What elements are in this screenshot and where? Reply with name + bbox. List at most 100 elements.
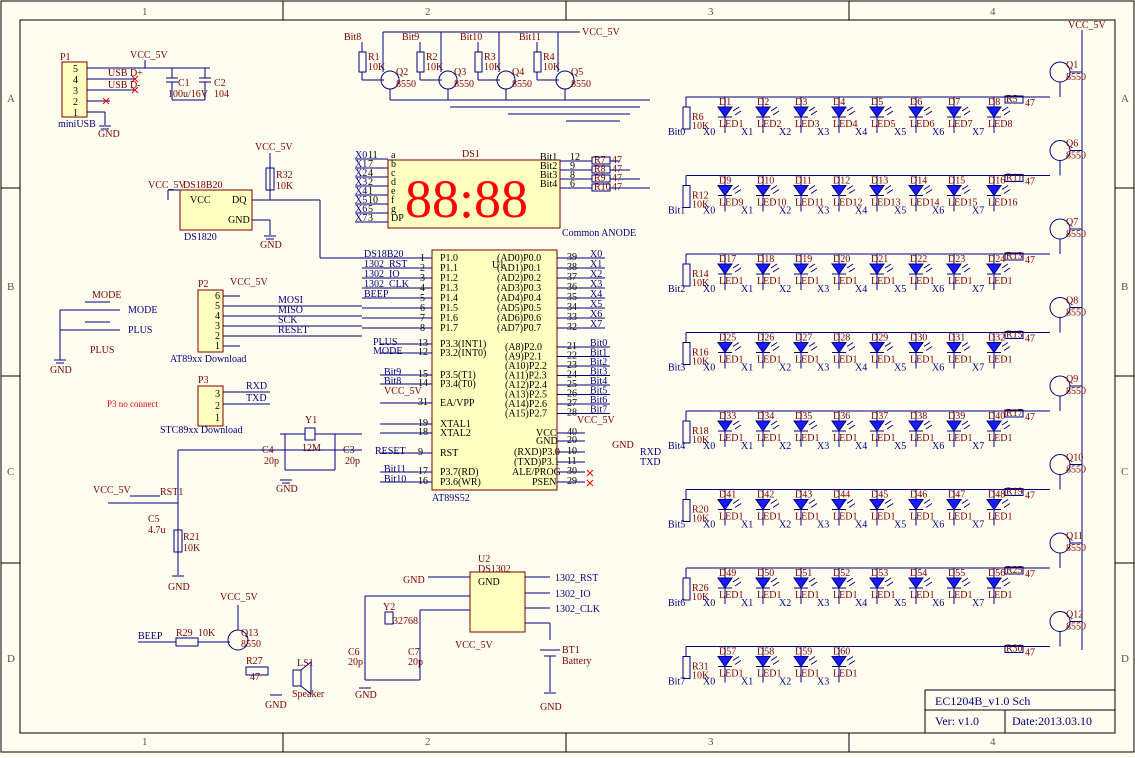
led-name: LED1 (833, 512, 857, 523)
u1-p1-pin-6: P1.67 (362, 313, 458, 324)
led-row-bias-val: 47 (1025, 412, 1035, 423)
led-ref: D40 (988, 411, 1005, 422)
p3-txd: TXD (246, 393, 267, 404)
led-row-resistor-ref: R14 (692, 269, 709, 280)
led-ref: D25 (719, 333, 736, 344)
led-row-transistor-type: 8550 (1066, 151, 1086, 162)
sensor-pin-vcc: VCC (190, 195, 211, 206)
led-ref: D34 (757, 411, 774, 422)
bit-transistor-type: 8550 (396, 79, 416, 90)
led-row-bit: Bit0 (668, 127, 685, 138)
led-column-net: X1 (741, 441, 753, 452)
led-ref: D38 (910, 411, 927, 422)
segment-net: X1 (355, 159, 367, 170)
led-column-net: X1 (741, 127, 753, 138)
led-name: LED1 (757, 276, 781, 287)
svg-text:2: 2 (215, 401, 220, 412)
led-name: LED13 (871, 198, 900, 209)
led-column-net: X2 (779, 520, 791, 531)
beep-net: BEEP (138, 631, 163, 642)
u1-pin-name: (AD1)P0.1 (497, 263, 541, 274)
u1-bit9-net: Bit9 (384, 367, 401, 378)
u1-p0-net: X4 (590, 289, 602, 300)
buzzer-gnd: GND (265, 700, 287, 711)
led-name: LED11 (795, 198, 824, 209)
led-name: LED1 (871, 355, 895, 366)
led-ref: D3 (795, 97, 807, 108)
led-name: LED1 (948, 355, 972, 366)
led-name: LED1 (948, 276, 972, 287)
c2-val: 104 (214, 89, 229, 100)
u1-pin-name: P3.5(T1) (440, 370, 476, 381)
u1-pin-group: P1.01DS18B20P1.121302_RSTP1.231302_IOP1.… (362, 249, 661, 488)
led-column-net: X7 (972, 284, 984, 295)
led-name: LED1 (757, 512, 781, 523)
c3-val: 20p (345, 456, 360, 467)
u1-p1-pin-4: P1.45BEEP (362, 289, 458, 304)
led-column-net: X6 (932, 284, 944, 295)
bit-resistor-val: 10K (484, 62, 502, 73)
led-row-bit: Bit6 (668, 598, 685, 609)
u1-pin-name: (A11)P2.3 (505, 371, 547, 382)
led-name: LED8 (988, 119, 1012, 130)
led-ref: D58 (757, 647, 774, 658)
led-column-net: X1 (741, 677, 753, 688)
buzzer-circuit: BEEP R29 10K Q13 8550 VCC_5V R27 47 LS1 … (138, 592, 325, 711)
led-column-net: X0 (703, 127, 715, 138)
u1-pin-name: P3.3(INT1) (440, 339, 486, 350)
u1-p2-net: Bit1 (590, 348, 607, 359)
led-ref: D48 (988, 490, 1005, 501)
mode-plus-buttons: MODE MODE PLUS PLUS GND (50, 290, 157, 376)
svg-text:1: 1 (73, 108, 78, 119)
led-column-net: X2 (779, 127, 791, 138)
u1-plus-net: PLUS (373, 337, 397, 348)
led-column-net: X4 (855, 206, 867, 217)
led-ref: D55 (948, 568, 965, 579)
u1-p0-net: X6 (590, 309, 602, 320)
u2-gnd-net: GND (403, 575, 425, 586)
led-name: LED4 (833, 119, 857, 130)
led-name: LED7 (948, 119, 972, 130)
bit-transistor-type: 8550 (512, 79, 532, 90)
led-name: LED1 (795, 355, 819, 366)
led-column-net: X5 (894, 127, 906, 138)
led-name: LED1 (910, 355, 934, 366)
led-name: LED3 (795, 119, 819, 130)
svg-text:5: 5 (73, 64, 78, 75)
segment-pin-num: 5 (368, 204, 373, 215)
miso-net: MISO (278, 305, 303, 316)
buzzer-vcc: VCC_5V (220, 592, 259, 603)
led-ref: D35 (795, 411, 812, 422)
led-column-net: X6 (932, 127, 944, 138)
segment-pin-num: 11 (368, 150, 378, 161)
u1-pin-name: (A8)P2.0 (505, 342, 542, 353)
bit-resistor-val: 10K (543, 62, 561, 73)
led-name: LED1 (795, 512, 819, 523)
u1-p1-pin-1: P1.121302_RST (362, 259, 458, 274)
bit-resistor-val: 10K (426, 62, 444, 73)
digit-resistor-ref: R8 (594, 164, 606, 175)
led-name: LED1 (833, 355, 857, 366)
led-ref: D27 (795, 333, 812, 344)
plus-net: PLUS (128, 325, 152, 336)
c4-val: 20p (264, 456, 279, 467)
led-row-transistor-ref: Q8 (1066, 296, 1078, 307)
r27-val: 47 (250, 672, 260, 683)
